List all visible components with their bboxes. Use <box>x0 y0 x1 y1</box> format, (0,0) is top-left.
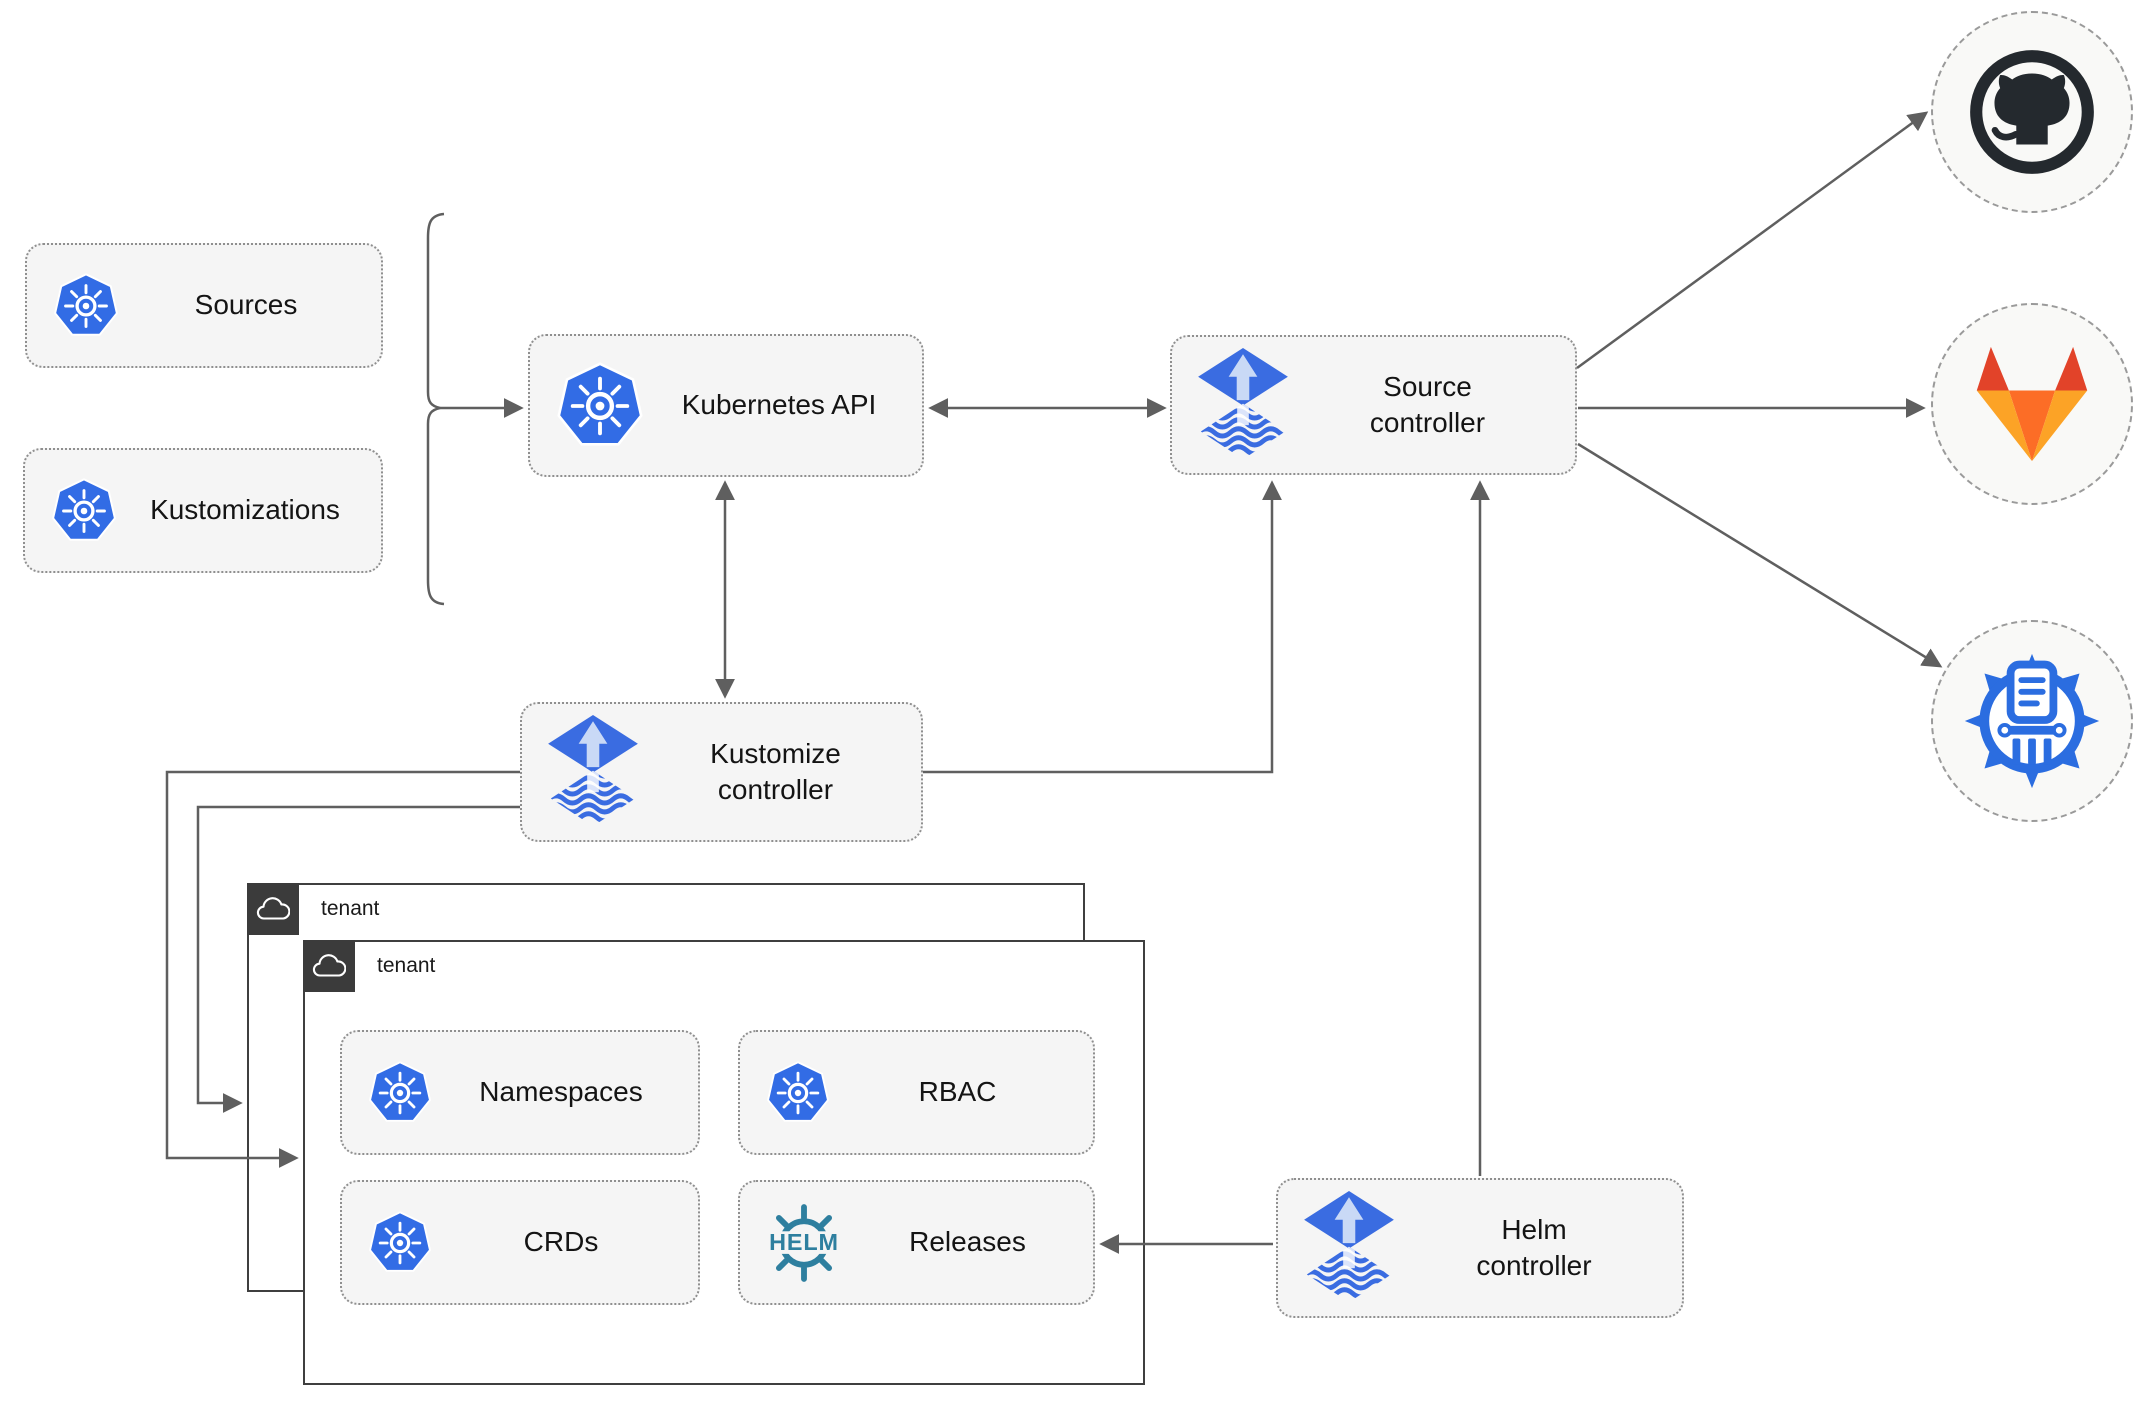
chartmuseum-icon <box>1964 653 2100 789</box>
node-label: Sources <box>194 289 298 321</box>
github-icon <box>1970 50 2094 174</box>
flux-icon <box>1304 1191 1394 1305</box>
arrow-source-to-helm-repository <box>1577 442 1943 668</box>
node-label: Source controller <box>1369 370 1486 438</box>
arrow-source-to-github <box>1576 111 1929 370</box>
kubernetes-wheel-icon <box>766 1060 830 1125</box>
node-kustomizations: Kustomizations <box>23 448 383 573</box>
node-label: Kustomizations <box>150 494 340 526</box>
svg-text:HELM: HELM <box>769 1229 839 1255</box>
node-helm-controller: Helm controller <box>1276 1178 1684 1318</box>
helm-wheel-icon: HELM <box>758 1197 850 1289</box>
node-kustomize-controller: Kustomize controller <box>520 702 923 842</box>
node-label: RBAC <box>918 1076 997 1108</box>
node-label: Kustomize controller <box>710 737 841 805</box>
cloud-icon <box>312 953 346 977</box>
tenant-box-inner: tenant <box>303 940 1145 1385</box>
grouping-brace <box>426 212 445 606</box>
flux-icon <box>548 715 638 829</box>
node-crds: CRDs <box>340 1180 700 1305</box>
node-label: Kubernetes API <box>681 389 877 421</box>
kubernetes-wheel-icon <box>556 362 644 450</box>
arrow-kustomize-to-source-controller <box>923 480 1282 774</box>
node-label: Helm controller <box>1476 1213 1592 1281</box>
external-gitlab <box>1931 303 2133 505</box>
kubernetes-wheel-icon <box>368 1210 432 1275</box>
flux-icon <box>1198 348 1288 462</box>
node-label: Namespaces <box>479 1076 643 1108</box>
external-github <box>1931 11 2133 213</box>
cloud-icon <box>256 896 290 920</box>
tenant-label: tenant <box>377 954 436 977</box>
gitlab-icon <box>1976 346 2088 462</box>
tenant-tab <box>303 940 355 992</box>
tenant-label: tenant <box>321 897 380 920</box>
node-releases: HELM Releases <box>738 1180 1095 1305</box>
kubernetes-wheel-icon <box>51 477 117 544</box>
kubernetes-wheel-icon <box>53 272 119 339</box>
node-namespaces: Namespaces <box>340 1030 700 1155</box>
external-helm-repository <box>1931 620 2133 822</box>
node-rbac: RBAC <box>738 1030 1095 1155</box>
node-source-controller: Source controller <box>1170 335 1577 475</box>
node-label: Releases <box>909 1226 1026 1258</box>
node-label: CRDs <box>523 1226 599 1258</box>
node-kubernetes-api: Kubernetes API <box>528 334 924 477</box>
kubernetes-wheel-icon <box>368 1060 432 1125</box>
tenant-tab <box>247 883 299 935</box>
node-sources: Sources <box>25 243 383 368</box>
